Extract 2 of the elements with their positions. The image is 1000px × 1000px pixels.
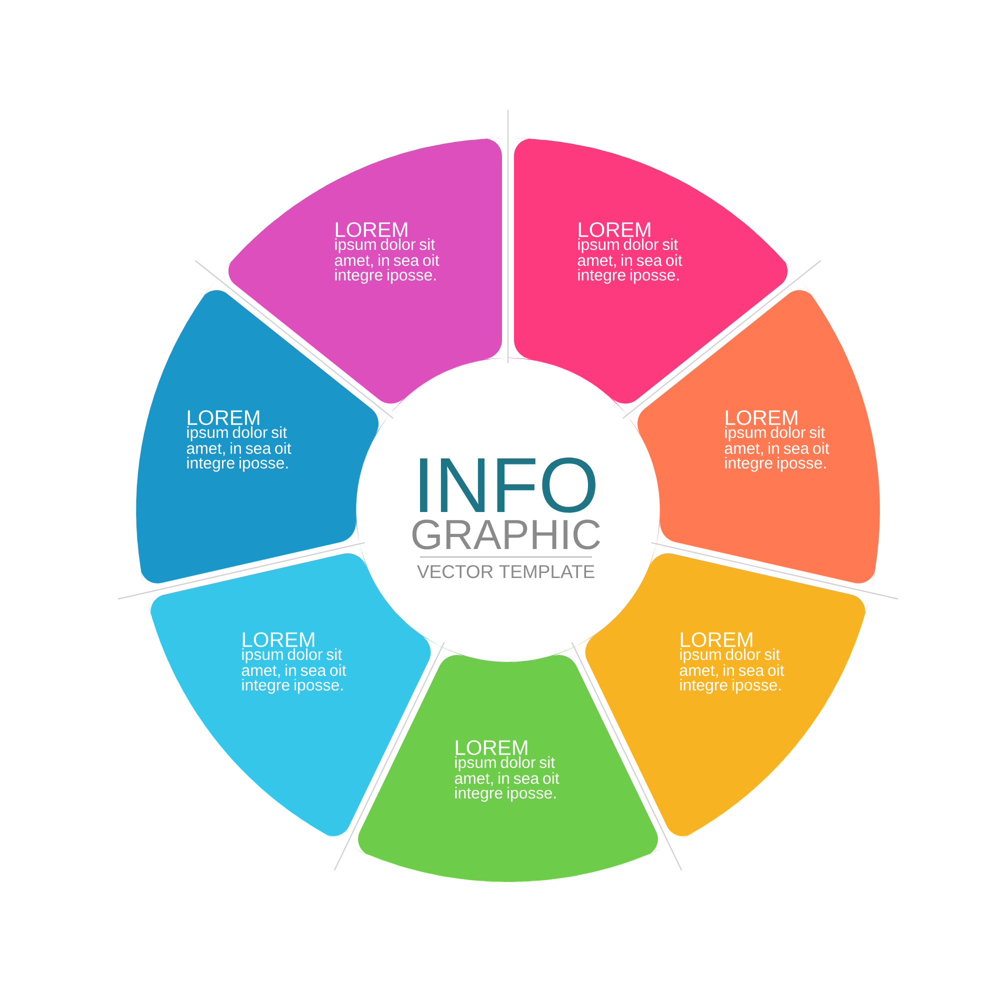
- heading: INFO: [420, 458, 596, 513]
- segment: LOREM ipsum dolor sit amet, in sea oit integre iposse.: [348, 644, 668, 882]
